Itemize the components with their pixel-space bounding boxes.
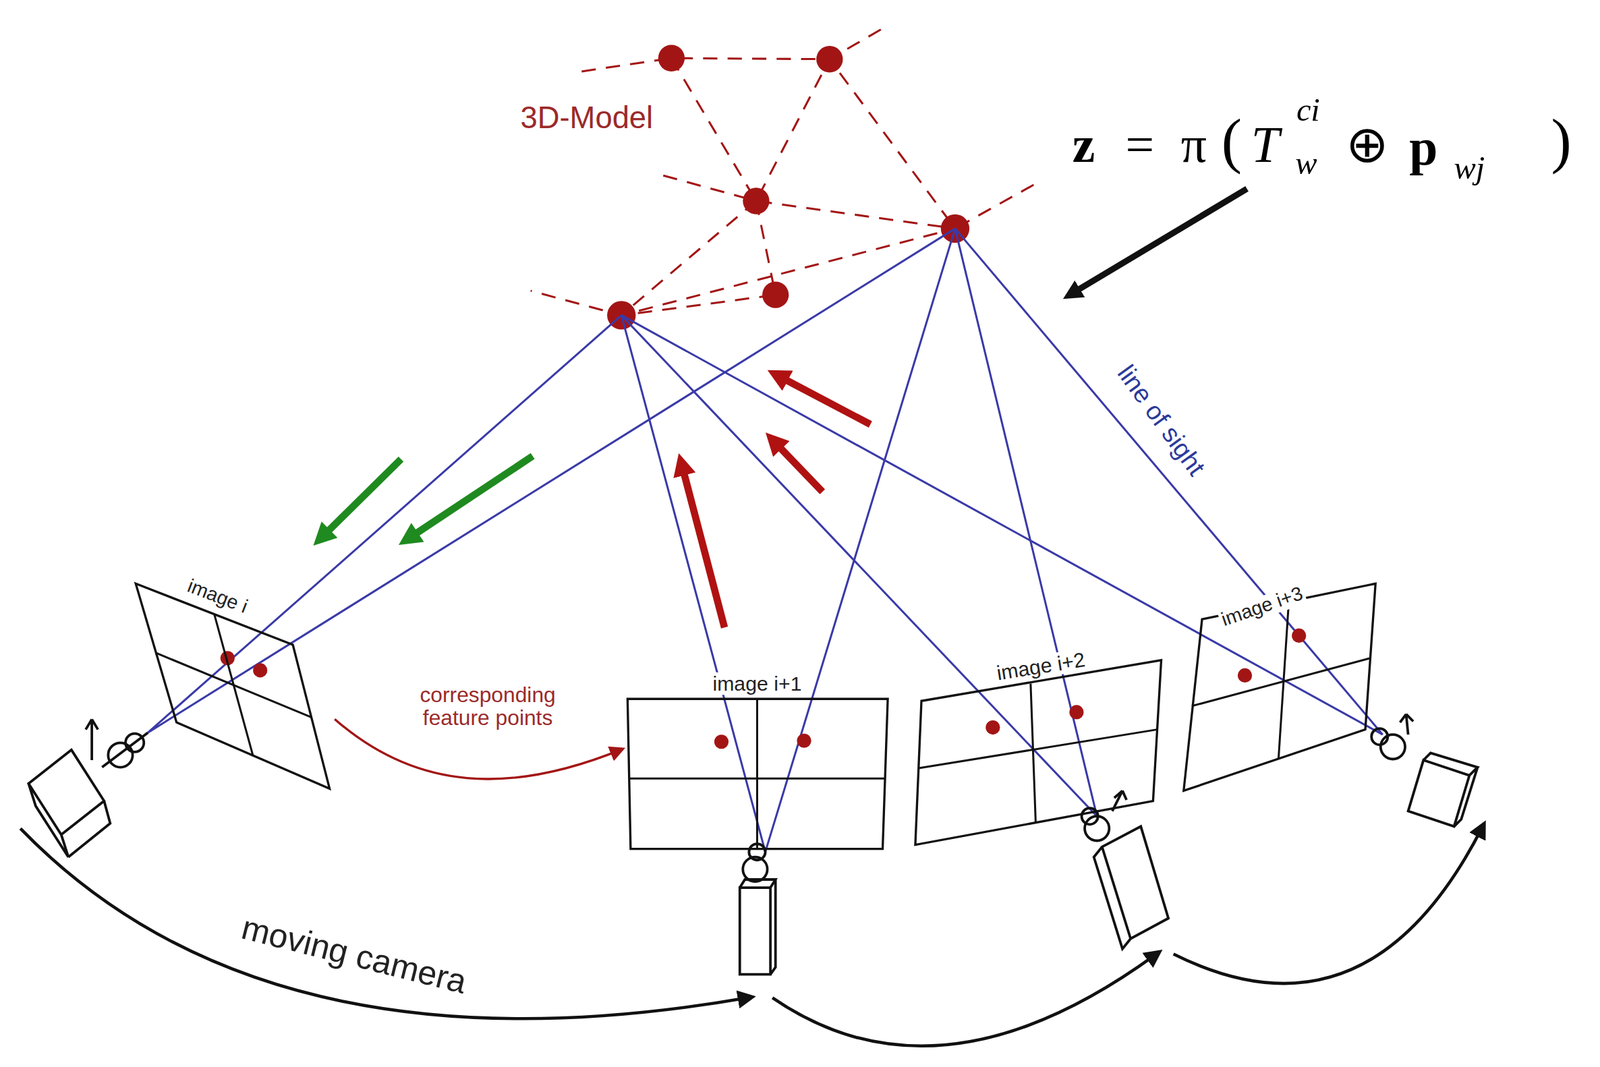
image-label: image i — [182, 575, 252, 620]
model-points — [607, 45, 970, 330]
line-of-sight-label: line of sight — [1110, 358, 1213, 483]
image-label: image i+3 — [1216, 582, 1308, 633]
formula-symbol: T — [1249, 116, 1282, 173]
motion-arcs — [20, 828, 1482, 1046]
motion-label: moving camera — [236, 908, 473, 1002]
edge-label: corresponding feature points — [383, 682, 593, 730]
formula-subscript: w — [1293, 145, 1319, 181]
image-plane: image i+1 — [622, 663, 894, 854]
model-edges — [530, 25, 1037, 316]
formula-superscript: ci — [1294, 92, 1323, 129]
formula-symbol: p — [1407, 120, 1440, 177]
gradient-arrows — [321, 188, 1248, 628]
formula-symbol: ⊕ — [1343, 116, 1391, 173]
model-label: 3D-Model — [518, 100, 655, 135]
image-plane: image i — [130, 555, 336, 796]
formula-symbol: π — [1179, 116, 1209, 173]
image-plane: image i+3 — [1178, 571, 1381, 796]
formula-symbol: z — [1070, 116, 1098, 173]
formula-symbol: = — [1123, 116, 1157, 173]
formula-subscript: wj — [1451, 150, 1487, 187]
lines-of-sight — [147, 228, 1383, 852]
image-label: image i+1 — [710, 672, 804, 695]
image-label: image i+2 — [992, 648, 1089, 685]
image-plane: image i+2 — [907, 637, 1169, 850]
formula-symbol: ( — [1219, 107, 1244, 175]
formula-symbol: ) — [1548, 107, 1574, 175]
